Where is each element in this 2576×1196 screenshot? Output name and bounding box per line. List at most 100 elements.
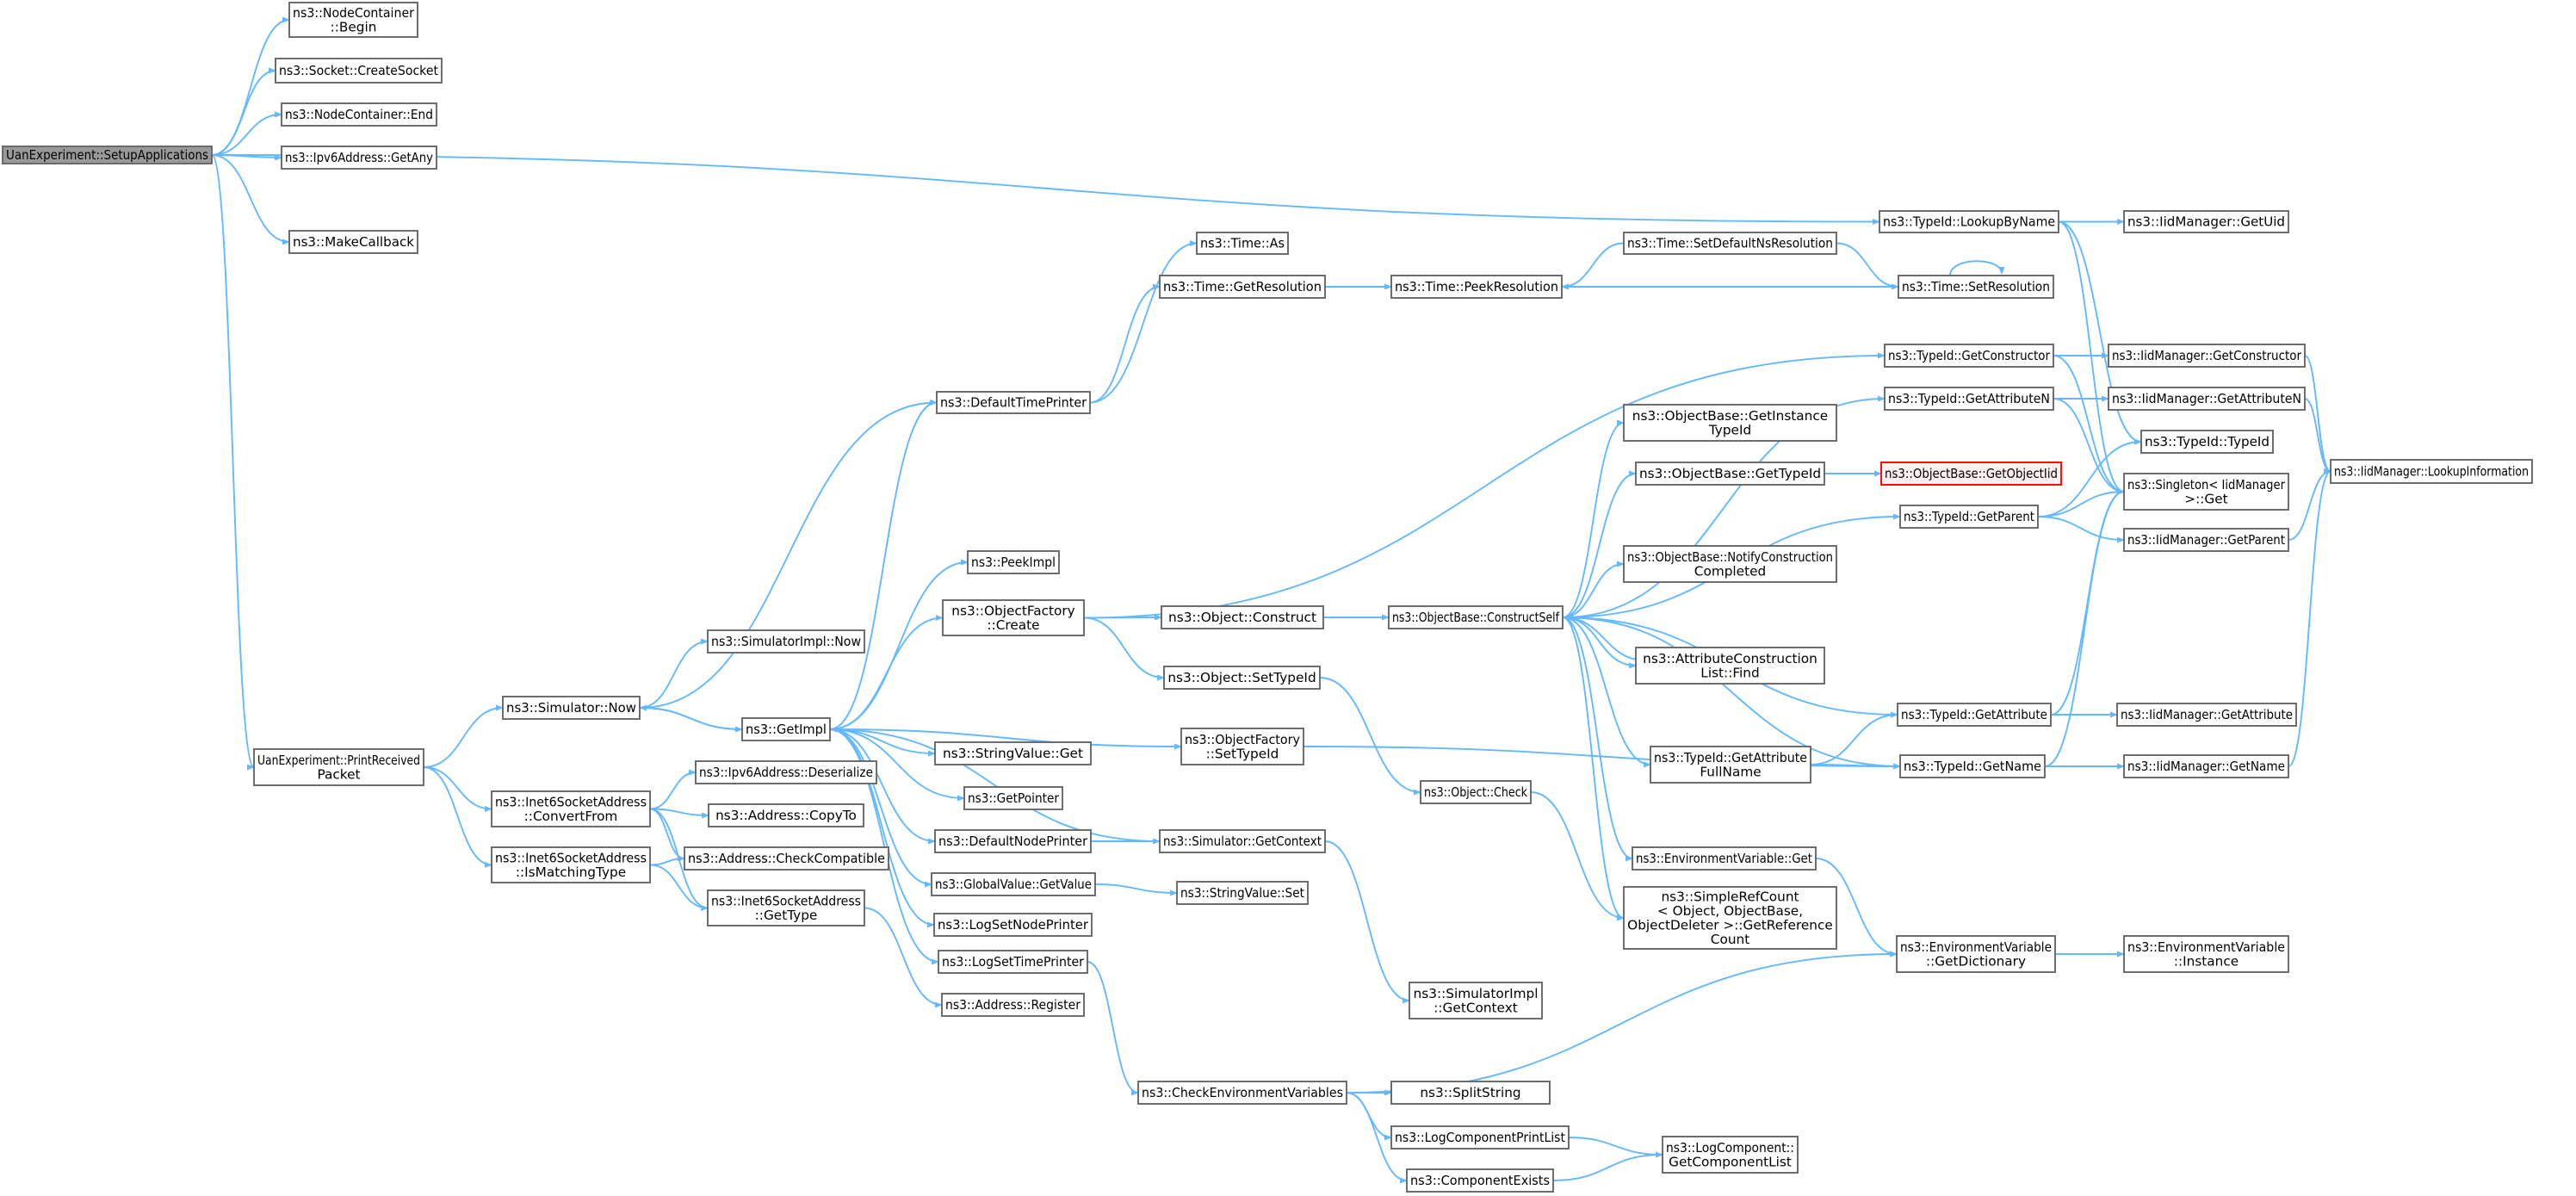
graph-node-n29[interactable]: ns3::ObjectFactory::Create: [942, 599, 1085, 636]
graph-node-n36[interactable]: ns3::Simulator::Now: [502, 696, 641, 720]
graph-node-n21[interactable]: ns3::ObjectBase::GetTypeId: [1635, 462, 1825, 486]
node-box: [2140, 430, 2274, 454]
node-label: ns3::ObjectFactory: [1185, 732, 1300, 747]
graph-node-n48[interactable]: ns3::Object::Check: [1420, 780, 1532, 804]
graph-node-n1[interactable]: ns3::NodeContainer::Begin: [288, 2, 418, 38]
graph-node-n35[interactable]: ns3::Object::SetTypeId: [1163, 666, 1321, 690]
graph-node-n44[interactable]: ns3::IidManager::GetName: [2123, 754, 2289, 778]
node-box: [1880, 462, 2062, 486]
graph-node-n51[interactable]: ns3::Simulator::GetContext: [1159, 829, 1326, 853]
graph-node-n68[interactable]: ns3::LogComponent::GetComponentList: [1662, 1136, 1799, 1174]
graph-node-n60[interactable]: ns3::EnvironmentVariable::GetDictionary: [1896, 935, 2056, 973]
graph-node-n49[interactable]: ns3::Address::CopyTo: [708, 803, 864, 827]
graph-node-n54[interactable]: ns3::Address::CheckCompatible: [684, 846, 889, 871]
graph-node-n23[interactable]: ns3::IidManager::LookupInformation: [2330, 459, 2533, 484]
node-label: ns3::IidManager::LookupInformation: [2334, 464, 2529, 480]
graph-node-n58[interactable]: ns3::Inet6SocketAddress::GetType: [707, 889, 865, 926]
graph-node-n45[interactable]: ns3::Ipv6Address::Deserialize: [695, 760, 877, 784]
graph-node-n53[interactable]: ns3::Inet6SocketAddress::IsMatchingType: [491, 846, 651, 883]
node-box: [2108, 387, 2306, 411]
graph-node-n30[interactable]: ns3::Object::Construct: [1161, 605, 1324, 629]
graph-node-n64[interactable]: ns3::Address::Register: [941, 993, 1085, 1017]
node-label: GetComponentList: [1669, 1154, 1792, 1169]
graph-node-n27[interactable]: ns3::PeekImpl: [967, 550, 1060, 574]
node-box: [1420, 780, 1532, 804]
graph-node-n24[interactable]: ns3::Singleton< IidManager >::Get: [2123, 473, 2289, 511]
node-label: ns3::TypeId::GetName: [1904, 759, 2041, 774]
graph-node-n9[interactable]: ns3::Time::As: [1196, 232, 1289, 255]
node-label: ::Instance: [2174, 953, 2239, 969]
node-box: [491, 846, 651, 883]
graph-node-n59[interactable]: ns3::LogSetNodePrinter: [933, 913, 1093, 937]
graph-node-n14[interactable]: ns3::DefaultTimePrinter: [936, 391, 1091, 414]
graph-node-n26[interactable]: ns3::IidManager::GetParent: [2123, 528, 2289, 552]
graph-node-n12[interactable]: ns3::Time::PeekResolution: [1390, 275, 1563, 299]
graph-node-n65[interactable]: ns3::CheckEnvironmentVariables: [1137, 1081, 1347, 1105]
graph-node-n15[interactable]: ns3::TypeId::GetConstructor: [1884, 344, 2054, 368]
graph-node-n67[interactable]: ns3::LogComponentPrintList: [1390, 1125, 1570, 1150]
node-label: ns3::TypeId::GetAttribute: [1654, 750, 1807, 765]
graph-node-n2[interactable]: ns3::Socket::CreateSocket: [275, 58, 443, 84]
graph-node-n3[interactable]: ns3::NodeContainer::End: [281, 102, 437, 127]
graph-node-n18[interactable]: ns3::IidManager::GetAttributeN: [2108, 387, 2306, 411]
graph-node-n56[interactable]: ns3::StringValue::Set: [1176, 881, 1309, 905]
graph-node-n69[interactable]: ns3::ComponentExists: [1406, 1168, 1554, 1193]
node-box: [1623, 232, 1837, 255]
graph-node-n5[interactable]: ns3::MakeCallback: [288, 230, 418, 254]
call-edge-n31-n52: [1562, 617, 1633, 862]
graph-node-n33[interactable]: ns3::SimulatorImpl::Now: [707, 629, 865, 654]
node-box: [288, 2, 418, 38]
call-edge-n14-n10: [1089, 283, 1161, 404]
graph-node-n31[interactable]: ns3::ObjectBase::ConstructSelf: [1388, 605, 1564, 629]
node-label: ns3::LogComponentPrintList: [1395, 1130, 1565, 1145]
graph-node-n55[interactable]: ns3::GlobalValue::GetValue: [931, 872, 1096, 896]
node-box: [1390, 1125, 1570, 1150]
node-box: [2123, 528, 2289, 552]
graph-node-n8[interactable]: ns3::IidManager::GetUid: [2123, 210, 2289, 233]
call-edge-n43-n24: [2044, 488, 2125, 767]
graph-node-n46[interactable]: ns3::GetPointer: [963, 786, 1063, 810]
graph-node-n43[interactable]: ns3::TypeId::GetName: [1899, 754, 2046, 778]
graph-node-n40[interactable]: ns3::ObjectFactory::SetTypeId: [1180, 728, 1304, 765]
graph-node-n0[interactable]: UanExperiment::SetupApplications: [2, 146, 213, 164]
node-label: TypeId: [1708, 422, 1751, 437]
node-box: [1896, 935, 2056, 973]
graph-node-n13[interactable]: ns3::Time::SetResolution: [1898, 275, 2054, 299]
graph-node-n16[interactable]: ns3::IidManager::GetConstructor: [2108, 344, 2306, 368]
call-edge-n47-n54: [649, 808, 685, 862]
node-label: ::Create: [987, 617, 1039, 633]
graph-node-n7[interactable]: ns3::TypeId::LookupByName: [1879, 210, 2059, 233]
graph-node-n41[interactable]: ns3::StringValue::Get: [934, 741, 1092, 765]
graph-node-n62[interactable]: ns3::LogSetTimePrinter: [938, 950, 1088, 974]
node-label: Completed: [1694, 563, 1766, 579]
node-label: ns3::EnvironmentVariable: [2127, 939, 2285, 955]
node-label: ::GetContext: [1434, 1000, 1518, 1015]
graph-node-n37[interactable]: ns3::TypeId::GetAttribute: [1897, 703, 2052, 727]
graph-node-n22[interactable]: ns3::ObjectBase::GetObjectIid: [1880, 462, 2062, 486]
graph-node-n10[interactable]: ns3::Time::GetResolution: [1159, 275, 1326, 299]
graph-node-n57[interactable]: ns3::SimpleRefCount< Object, ObjectBase,…: [1623, 886, 1837, 950]
graph-node-n39[interactable]: ns3::GetImpl: [741, 717, 831, 741]
node-label: ns3::ObjectBase::GetInstance: [1632, 408, 1828, 424]
call-edge-n51-n39: [829, 726, 1161, 842]
graph-node-n11[interactable]: ns3::Time::SetDefaultNsResolution: [1623, 232, 1837, 255]
call-edge-n7-n20: [2058, 220, 2142, 445]
node-label: ns3::TypeId::LookupByName: [1883, 214, 2055, 230]
graph-node-n50[interactable]: ns3::DefaultNodePrinter: [934, 829, 1092, 853]
graph-node-n66[interactable]: ns3::SplitString: [1390, 1081, 1551, 1105]
node-label: ns3::IidManager::GetParent: [2127, 532, 2285, 548]
graph-node-n38[interactable]: ns3::IidManager::GetAttribute: [2116, 703, 2297, 727]
graph-node-n61[interactable]: ns3::EnvironmentVariable::Instance: [2123, 935, 2289, 973]
graph-node-n47[interactable]: ns3::Inet6SocketAddress::ConvertFrom: [491, 790, 651, 827]
graph-node-n52[interactable]: ns3::EnvironmentVariable::Get: [1632, 846, 1817, 871]
graph-node-n63[interactable]: ns3::SimulatorImpl::GetContext: [1409, 982, 1543, 1019]
graph-node-n4[interactable]: ns3::Ipv6Address::GetAny: [281, 146, 437, 170]
graph-node-n25[interactable]: ns3::TypeId::GetParent: [1899, 505, 2039, 529]
graph-node-n17[interactable]: ns3::TypeId::GetAttributeN: [1884, 387, 2054, 411]
graph-node-n28[interactable]: ns3::ObjectBase::NotifyConstructionCompl…: [1623, 545, 1837, 583]
graph-node-n20[interactable]: ns3::TypeId::TypeId: [2140, 430, 2274, 454]
